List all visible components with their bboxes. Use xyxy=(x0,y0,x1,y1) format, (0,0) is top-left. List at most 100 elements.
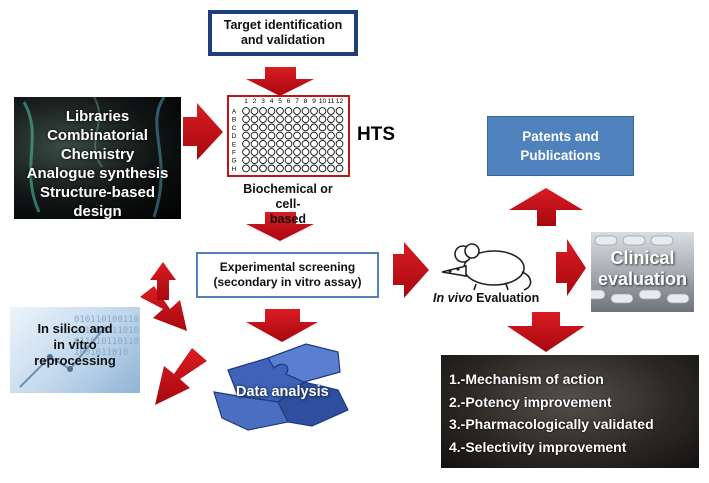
plate-well xyxy=(301,107,310,115)
plate-well xyxy=(276,115,284,124)
experimental-screening-box: Experimental screening (secondary in vit… xyxy=(196,252,379,298)
plate-well xyxy=(318,156,327,165)
plate-well xyxy=(327,107,335,115)
arrow-insilico-to-screening xyxy=(140,286,187,331)
plate-well xyxy=(250,156,259,165)
plate-well xyxy=(259,115,267,124)
in-vivo-rest: Evaluation xyxy=(472,291,540,305)
plate-well xyxy=(293,139,301,148)
screening-line-1: Experimental screening xyxy=(219,260,356,274)
plate-column-label: 7 xyxy=(295,98,299,105)
plate-well xyxy=(310,139,318,148)
plate-row-label: G xyxy=(231,158,236,165)
molecule-icon xyxy=(19,326,106,388)
plate-column-label: 11 xyxy=(328,98,335,105)
plate-well xyxy=(259,156,267,165)
plate-well xyxy=(293,131,301,140)
plate-well xyxy=(293,123,301,132)
arrow-feedback-up xyxy=(150,262,176,300)
plate-column-label: 5 xyxy=(278,98,282,105)
plate-row-label: D xyxy=(232,133,237,140)
plate-column-label: 4 xyxy=(270,98,274,105)
plate-well xyxy=(276,148,284,156)
plate-well xyxy=(335,115,344,124)
plate-column-label: 1 xyxy=(244,98,248,105)
plate-well xyxy=(335,139,344,148)
library-item: Libraries xyxy=(65,108,130,125)
data-analysis-label: Data analysis xyxy=(236,384,329,400)
plate-well xyxy=(250,139,259,148)
plate-well xyxy=(301,164,310,173)
plate-well xyxy=(318,131,327,140)
library-item: design xyxy=(73,203,122,219)
arrow-screening-to-data xyxy=(246,309,318,342)
plate-well xyxy=(318,123,327,132)
in-silico-panel: 0101101001101011010110100110101101101001… xyxy=(10,307,140,393)
plate-well xyxy=(327,156,335,165)
dna-strand-icon xyxy=(22,97,166,218)
plate-well xyxy=(242,139,250,148)
plate-well xyxy=(242,107,250,115)
plate-well xyxy=(267,123,276,132)
plate-well xyxy=(259,107,267,115)
target-line-1: Target identification xyxy=(223,18,343,32)
outcome-item: 3.-Pharmacologically validated xyxy=(449,416,654,432)
plate-well xyxy=(293,107,301,115)
hts-label: HTS xyxy=(357,124,395,145)
plate-well xyxy=(327,148,335,156)
plate-well xyxy=(327,123,335,132)
plate-well xyxy=(284,107,293,115)
plate-wells xyxy=(242,107,344,173)
plate-well xyxy=(310,164,318,173)
plate-well xyxy=(335,123,344,132)
plate-well xyxy=(310,123,318,132)
plate-well xyxy=(284,115,293,124)
plate-well xyxy=(301,123,310,132)
plate-well xyxy=(250,164,259,173)
arrow-libraries-to-plate xyxy=(183,103,223,160)
puzzle-pieces-icon xyxy=(213,343,349,431)
biochemical-line-2: based xyxy=(269,212,307,226)
plate-column-label: 10 xyxy=(319,98,327,105)
clinical-evaluation-panel: Clinical evaluation xyxy=(591,232,694,312)
plate-well xyxy=(267,115,276,124)
plate-well xyxy=(284,164,293,173)
plate-well xyxy=(267,107,276,115)
plate-well xyxy=(250,148,259,156)
plate-well xyxy=(276,164,284,173)
arrow-invivo-to-clinical xyxy=(556,239,586,296)
plate-well xyxy=(250,107,259,115)
plate-well xyxy=(267,156,276,165)
plate-well xyxy=(284,123,293,132)
outcomes-panel: 1.-Mechanism of action 2.-Potency improv… xyxy=(441,355,699,468)
plate-well xyxy=(335,156,344,165)
plate-well xyxy=(301,148,310,156)
outcome-item: 2.-Potency improvement xyxy=(449,393,612,410)
plate-well xyxy=(284,131,293,140)
outcomes-list: 1.-Mechanism of action 2.-Potency improv… xyxy=(449,368,654,458)
in-silico-line-1: In silico and xyxy=(37,321,113,336)
plate-row-label: H xyxy=(232,166,237,173)
library-item: Chemistry xyxy=(60,146,135,163)
screening-line-2: (secondary in vitro assay) xyxy=(213,275,362,289)
plate-well xyxy=(310,131,318,140)
target-identification-box: Target identification and validation xyxy=(208,10,358,56)
pills-icon xyxy=(591,235,690,304)
plate-well xyxy=(276,156,284,165)
library-item: Analogue synthesis xyxy=(26,165,169,182)
plate-well xyxy=(327,131,335,140)
in-silico-line-2: in vitro xyxy=(53,337,97,352)
plate-well xyxy=(310,115,318,124)
plate-well xyxy=(242,148,250,156)
plate-well xyxy=(310,148,318,156)
plate-column-label: 6 xyxy=(287,98,291,105)
plate-column-label: 3 xyxy=(261,98,265,105)
plate-well xyxy=(259,148,267,156)
plate-well xyxy=(267,131,276,140)
plate-well xyxy=(242,164,250,173)
arrow-data-to-insilico xyxy=(155,348,207,405)
plate-well xyxy=(293,164,301,173)
plate-well xyxy=(318,148,327,156)
arrow-plate-to-screening xyxy=(246,212,314,241)
